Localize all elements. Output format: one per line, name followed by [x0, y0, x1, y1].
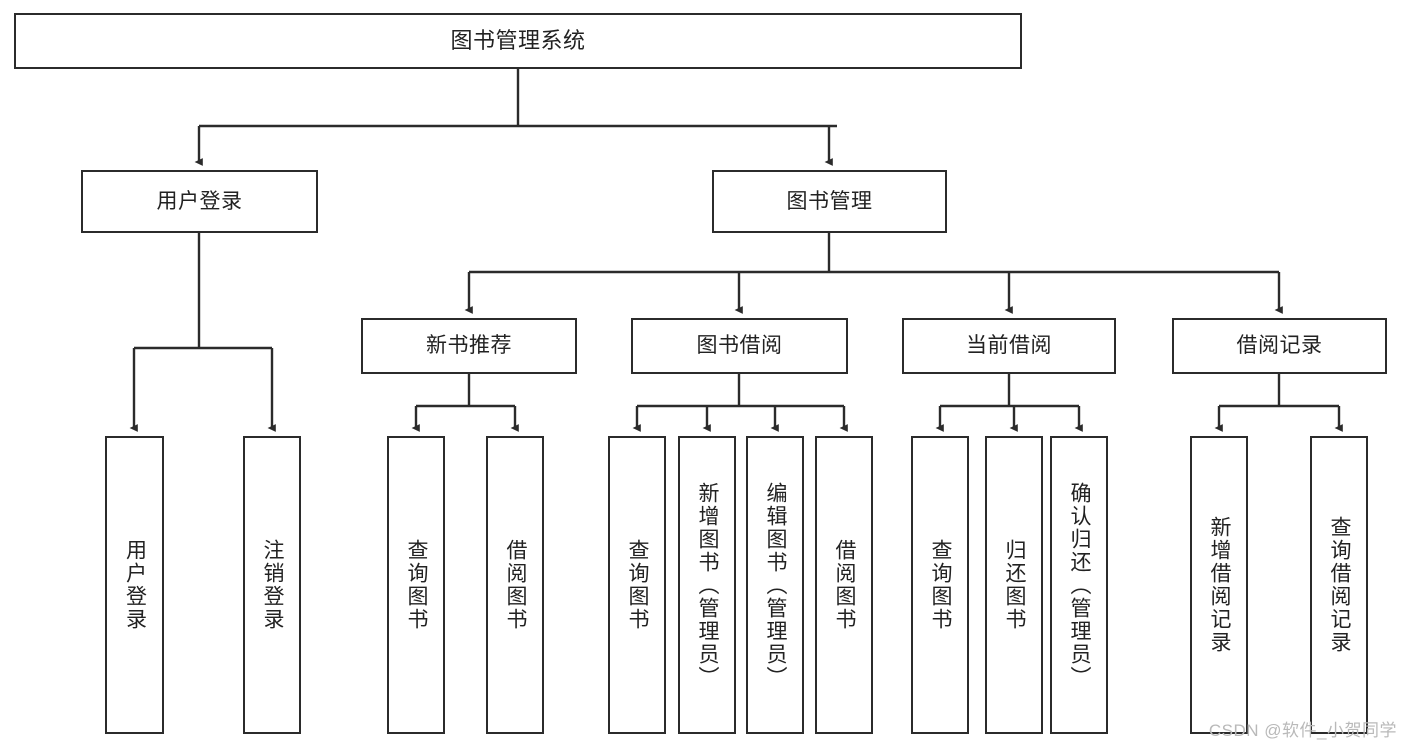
node-leaf-borrow-book-1[interactable]: 借阅图书	[486, 436, 544, 734]
node-new-book-recommend-label: 新书推荐	[426, 334, 512, 358]
node-leaf-logout-label: 注销登录	[261, 539, 285, 631]
node-leaf-user-login[interactable]: 用户登录	[105, 436, 164, 734]
node-leaf-confirm-return[interactable]: 确认归还（管理员）	[1050, 436, 1108, 734]
watermark-text: CSDN @软件_小贺同学	[1208, 721, 1397, 740]
node-borrow-record[interactable]: 借阅记录	[1172, 318, 1387, 374]
node-leaf-edit-book[interactable]: 编辑图书（管理员）	[746, 436, 804, 734]
node-leaf-borrow-book-2[interactable]: 借阅图书	[815, 436, 873, 734]
node-leaf-user-login-label: 用户登录	[123, 539, 147, 631]
node-leaf-edit-book-label: 编辑图书（管理员）	[764, 481, 788, 689]
node-leaf-add-record[interactable]: 新增借阅记录	[1190, 436, 1248, 734]
node-leaf-logout[interactable]: 注销登录	[243, 436, 301, 734]
node-new-book-recommend[interactable]: 新书推荐	[361, 318, 577, 374]
node-leaf-query-book-2[interactable]: 查询图书	[608, 436, 666, 734]
node-leaf-query-book-1-label: 查询图书	[405, 539, 429, 631]
node-root[interactable]: 图书管理系统	[14, 13, 1022, 69]
node-user-login[interactable]: 用户登录	[81, 170, 318, 233]
node-leaf-query-record[interactable]: 查询借阅记录	[1310, 436, 1368, 734]
node-leaf-borrow-book-1-label: 借阅图书	[504, 539, 528, 631]
node-leaf-return-book[interactable]: 归还图书	[985, 436, 1043, 734]
node-book-manage-label: 图书管理	[786, 189, 873, 213]
node-user-login-label: 用户登录	[156, 189, 243, 213]
node-root-label: 图书管理系统	[450, 27, 586, 53]
node-book-manage[interactable]: 图书管理	[712, 170, 947, 233]
node-current-borrow[interactable]: 当前借阅	[902, 318, 1116, 374]
node-leaf-add-record-label: 新增借阅记录	[1208, 516, 1232, 654]
node-leaf-add-book-label: 新增图书（管理员）	[696, 481, 720, 689]
node-leaf-add-book[interactable]: 新增图书（管理员）	[678, 436, 736, 734]
node-leaf-return-book-label: 归还图书	[1003, 539, 1027, 631]
node-leaf-query-book-3[interactable]: 查询图书	[911, 436, 969, 734]
node-borrow-record-label: 借阅记录	[1236, 334, 1323, 358]
node-leaf-borrow-book-2-label: 借阅图书	[833, 539, 857, 631]
node-current-borrow-label: 当前借阅	[966, 334, 1052, 358]
node-book-borrow[interactable]: 图书借阅	[631, 318, 848, 374]
node-leaf-query-book-3-label: 查询图书	[929, 539, 953, 631]
node-leaf-query-book-1[interactable]: 查询图书	[387, 436, 445, 734]
node-leaf-confirm-return-label: 确认归还（管理员）	[1068, 481, 1092, 689]
node-book-borrow-label: 图书借阅	[696, 334, 783, 358]
node-leaf-query-record-label: 查询借阅记录	[1328, 516, 1352, 654]
node-leaf-query-book-2-label: 查询图书	[626, 539, 650, 631]
